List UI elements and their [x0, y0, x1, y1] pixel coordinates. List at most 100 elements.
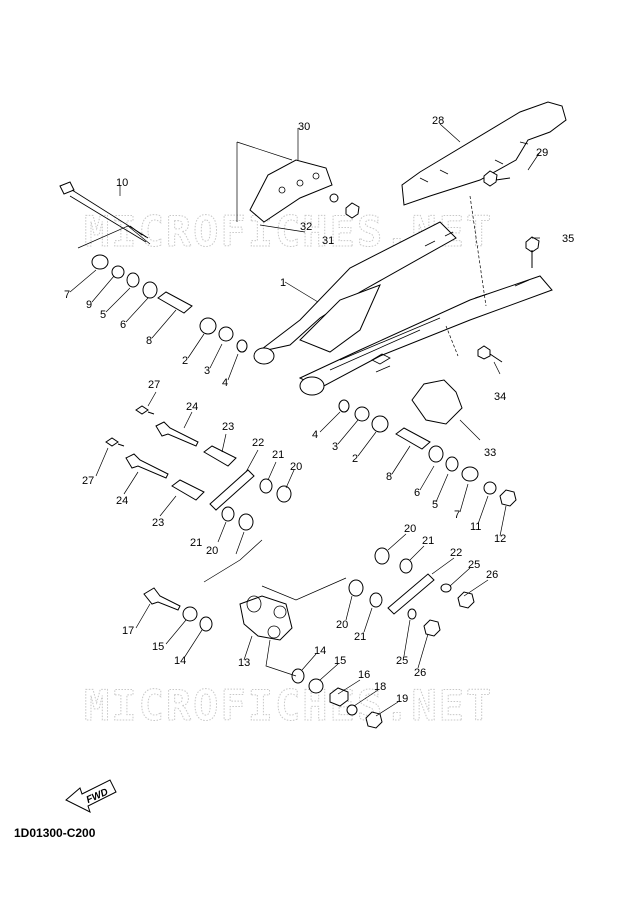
callout-28: 28 — [432, 115, 444, 127]
washer-18 — [346, 704, 358, 716]
fwd-arrow-icon: FWD — [65, 779, 117, 813]
nut-19 — [365, 711, 383, 729]
bushing-20d — [348, 579, 364, 597]
bolt-31 — [345, 202, 360, 219]
bolt-35 — [525, 236, 540, 268]
washer-25b — [407, 608, 417, 620]
washer-11 — [483, 481, 497, 495]
callout-19: 19 — [396, 693, 408, 705]
callout-24a: 24 — [186, 401, 198, 413]
bushing-21c — [399, 558, 413, 574]
callout-26a: 26 — [486, 569, 498, 581]
bolt-17 — [143, 587, 181, 611]
callout-20b: 20 — [206, 545, 218, 557]
callout-17: 17 — [122, 625, 134, 637]
bushing-21d — [369, 592, 383, 608]
collar-8 — [157, 291, 193, 314]
callout-23b: 23 — [152, 517, 164, 529]
bushing-3b — [354, 406, 370, 422]
callout-1: 1 — [280, 277, 286, 289]
washer-9 — [111, 265, 125, 279]
bearing-seal-7 — [91, 254, 109, 270]
callout-8b: 8 — [386, 471, 392, 483]
washer-5 — [126, 272, 140, 288]
bolt-29 — [483, 170, 511, 187]
bushing-21a — [259, 478, 273, 494]
callout-25a: 25 — [468, 559, 480, 571]
nut-12 — [499, 489, 517, 507]
washer-32 — [329, 193, 339, 203]
swingarm-part — [253, 221, 553, 396]
guard-part — [249, 159, 333, 223]
callout-10: 10 — [116, 177, 128, 189]
callout-15b: 15 — [334, 655, 346, 667]
callout-3b: 3 — [332, 441, 338, 453]
collar-8b — [395, 427, 431, 450]
bolt-27b — [105, 437, 125, 447]
bolt-24b — [125, 453, 169, 479]
callout-6a: 6 — [120, 319, 126, 331]
callout-27a: 27 — [148, 379, 160, 391]
callout-22b: 22 — [450, 547, 462, 559]
pivot-shaft-part — [59, 181, 149, 243]
callout-6b: 6 — [414, 487, 420, 499]
spacer-16 — [329, 687, 349, 707]
callout-21d: 21 — [354, 631, 366, 643]
callout-35: 35 — [562, 233, 574, 245]
bushing-3 — [218, 326, 234, 342]
seal-6b — [428, 445, 444, 463]
callout-13: 13 — [238, 657, 250, 669]
callout-21a: 21 — [272, 449, 284, 461]
callout-20c: 20 — [404, 523, 416, 535]
callout-30: 30 — [298, 121, 310, 133]
callout-24b: 24 — [116, 495, 128, 507]
bushing-20a — [276, 485, 292, 503]
callout-15a: 15 — [152, 641, 164, 653]
callout-14a: 14 — [174, 655, 186, 667]
guard-33 — [411, 379, 463, 425]
callout-12: 12 — [494, 533, 506, 545]
callout-20a: 20 — [290, 461, 302, 473]
callout-16: 16 — [358, 669, 370, 681]
bushing-14b — [291, 668, 305, 684]
collar-15a — [182, 606, 198, 622]
callout-31: 31 — [322, 235, 334, 247]
callout-21c: 21 — [422, 535, 434, 547]
callout-11: 11 — [470, 521, 481, 533]
callout-5b: 5 — [432, 499, 438, 511]
callout-21b: 21 — [190, 537, 202, 549]
bushing-21b — [221, 506, 235, 522]
callout-25b: 25 — [396, 655, 408, 667]
nut-26a — [457, 591, 475, 609]
washer-4 — [236, 339, 248, 353]
watermark-bottom: MICROFICHES.NET — [84, 681, 493, 730]
callout-3a: 3 — [204, 365, 210, 377]
callout-9: 9 — [86, 299, 92, 311]
collar-23a — [203, 445, 237, 467]
washer-25a — [440, 583, 452, 593]
washer-5b — [445, 456, 459, 472]
callout-29: 29 — [536, 147, 548, 159]
chain-case-part — [401, 101, 567, 206]
bearing-2 — [199, 317, 217, 335]
callout-32: 32 — [300, 221, 312, 233]
nut-26b — [423, 619, 441, 637]
callout-7b: 7 — [454, 509, 460, 521]
callout-4b: 4 — [312, 429, 318, 441]
collar-15b — [308, 678, 324, 694]
bushing-20b — [238, 513, 254, 531]
bearing-2b — [371, 415, 389, 433]
callout-5a: 5 — [100, 309, 106, 321]
bushing-14a — [199, 616, 213, 632]
callout-33: 33 — [484, 447, 496, 459]
callout-labels: 1 2 2 3 3 4 4 5 5 6 6 7 7 8 8 9 10 11 12… — [64, 115, 574, 705]
bearing-seal-7b — [461, 466, 479, 482]
callout-20d: 20 — [336, 619, 348, 631]
callout-7a: 7 — [64, 289, 70, 301]
seal-6 — [142, 281, 158, 299]
collar-23b — [171, 479, 205, 501]
diagram-code: 1D01300-C200 — [14, 826, 96, 840]
relay-arm-22b — [387, 573, 435, 615]
fwd-label: FWD — [85, 787, 110, 806]
bushing-20c — [374, 547, 390, 565]
